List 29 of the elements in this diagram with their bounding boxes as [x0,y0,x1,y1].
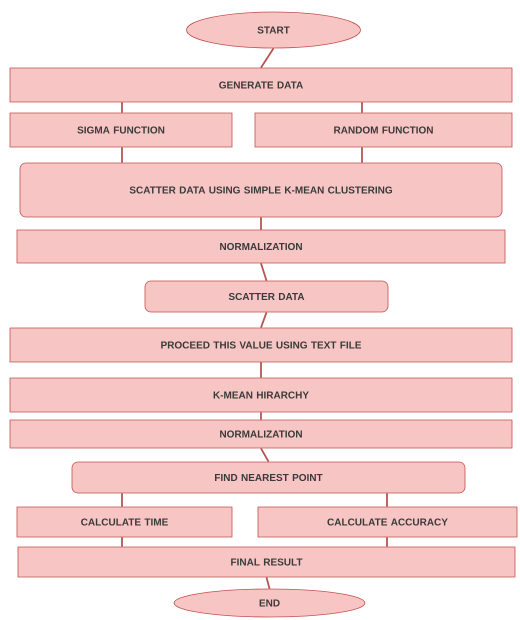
connector-line [121,147,123,163]
process-box: RANDOM FUNCTION [254,112,512,148]
process-box: PROCEED THIS VALUE USING TEXT FILE [10,328,512,362]
process-box: FINAL RESULT [18,546,516,578]
connector-line [260,217,262,230]
process-box: GENERATE DATA [10,68,512,102]
process-box: CALCULATE ACCURACY [258,506,518,538]
process-box: CALCULATE TIME [16,506,232,538]
connector-line [121,537,123,547]
connector-line [260,48,274,68]
connector-line [260,312,268,328]
connector-line [121,102,123,113]
process-box: SCATTER DATA [144,280,388,312]
connector-line [266,577,270,589]
connector-line [260,362,262,378]
process-box: K-MEAN HIRARCHY [10,378,512,412]
connector-line [386,537,388,547]
connector-line [386,493,388,507]
connector-line [260,448,270,462]
process-box: FIND NEAREST POINT [72,462,466,494]
process-box: SIGMA FUNCTION [10,112,232,148]
connector-line [121,493,123,507]
connector-line [260,412,262,420]
connector-line [260,263,268,281]
process-box: NORMALIZATION [16,230,506,264]
connector-line [361,102,363,113]
process-box: SCATTER DATA USING SIMPLE K-MEAN CLUSTERING [20,162,502,218]
connector-line [361,147,363,163]
process-box: NORMALIZATION [10,420,512,448]
